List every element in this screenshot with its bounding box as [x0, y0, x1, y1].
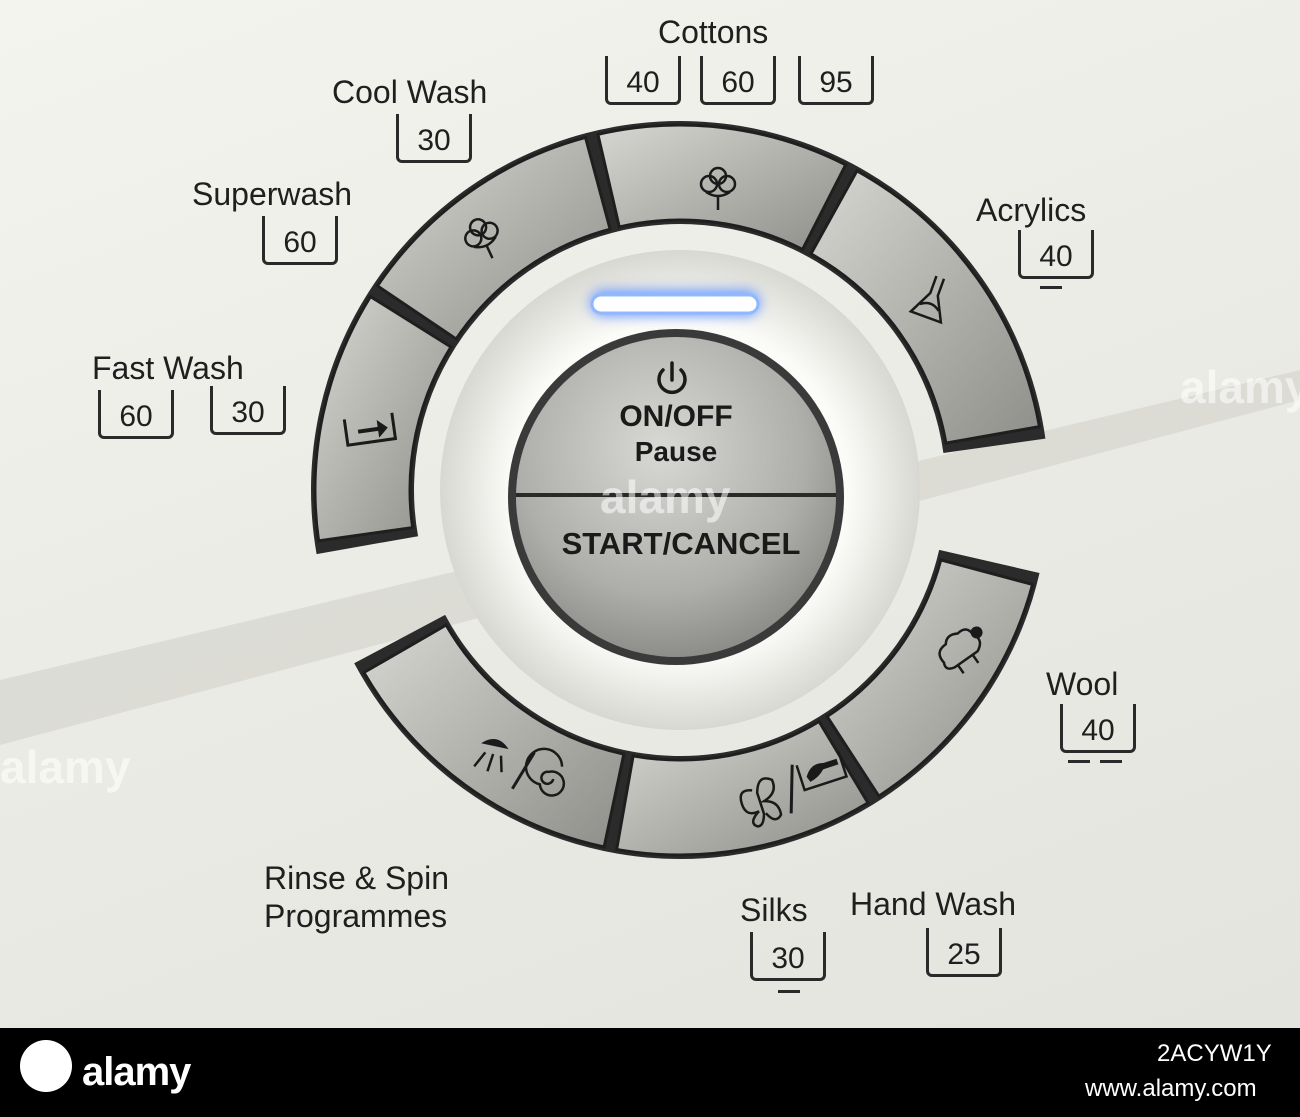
arrow-in-tub-icon: [342, 412, 398, 447]
power-icon: [657, 361, 687, 395]
shower-spiral-icon: [473, 739, 566, 797]
onoff-label[interactable]: ON/OFF: [619, 400, 733, 433]
cottons-button[interactable]: [596, 123, 848, 252]
start-cancel-label[interactable]: START/CANCEL: [561, 526, 801, 561]
acrylics-button[interactable]: [808, 168, 1042, 445]
wool-care-bar-1: [1068, 760, 1090, 763]
wool-label: Wool: [1046, 666, 1119, 702]
butterfly-hand-icon: [739, 751, 849, 828]
sheep-icon: [938, 626, 983, 674]
wool-button[interactable]: [824, 558, 1035, 799]
stock-footer: [0, 1028, 1300, 1117]
rinse-spin-label: Rinse & Spin: [264, 860, 449, 896]
silks-hand-wash-button[interactable]: [614, 719, 871, 857]
cool-wash-temp: 30: [396, 114, 472, 163]
programmes-label: Programmes: [264, 898, 448, 934]
acrylics-care-bar: [1040, 286, 1062, 289]
fast-wash-label: Fast Wash: [92, 350, 244, 386]
center-button-divider: [516, 493, 836, 497]
cotton-flower-icon: [464, 218, 499, 259]
cool-wash-label: Cool Wash: [332, 74, 488, 110]
wool-temp: 40: [1060, 704, 1136, 753]
image-id: 2ACYW1Y: [1157, 1040, 1272, 1067]
cotton-flower-icon: [699, 166, 737, 210]
cottons-temp-95: 95: [798, 56, 874, 105]
stock-url: www.alamy.com: [1085, 1075, 1257, 1102]
wool-care-bar-2: [1100, 760, 1122, 763]
fast-wash-button[interactable]: [313, 294, 454, 543]
cottons-temp-60: 60: [700, 56, 776, 105]
fast-wash-temp-60: 60: [98, 390, 174, 439]
alamy-logo: alamy: [82, 1050, 191, 1094]
watermark-right: alamy: [1180, 361, 1300, 413]
silks-temp: 30: [750, 932, 826, 981]
fast-wash-temp-30: 30: [210, 386, 286, 435]
silks-label: Silks: [740, 892, 808, 928]
silks-care-bar: [778, 990, 800, 993]
hand-wash-temp: 25: [926, 928, 1002, 977]
cottons-label: Cottons: [658, 14, 769, 50]
rinse-spin-button[interactable]: [361, 622, 626, 849]
alamy-logo-icon: [20, 1040, 72, 1092]
pause-label[interactable]: Pause: [634, 436, 718, 467]
hand-wash-label: Hand Wash: [850, 886, 1016, 922]
superwash-temp: 60: [262, 216, 338, 265]
acrylics-temp: 40: [1018, 230, 1094, 279]
washing-machine-panel: ON/OFF Pause START/CANCEL Cottons 40 60 …: [0, 0, 1300, 1028]
control-dial: [0, 121, 1300, 860]
watermark-center: alamy: [600, 471, 731, 523]
synthetic-flask-icon: [908, 275, 946, 325]
superwash-label: Superwash: [192, 176, 353, 212]
cottons-temp-40: 40: [605, 56, 681, 105]
acrylics-label: Acrylics: [976, 192, 1087, 228]
watermark-left: alamy: [0, 741, 131, 793]
indicator-light: [590, 293, 760, 315]
